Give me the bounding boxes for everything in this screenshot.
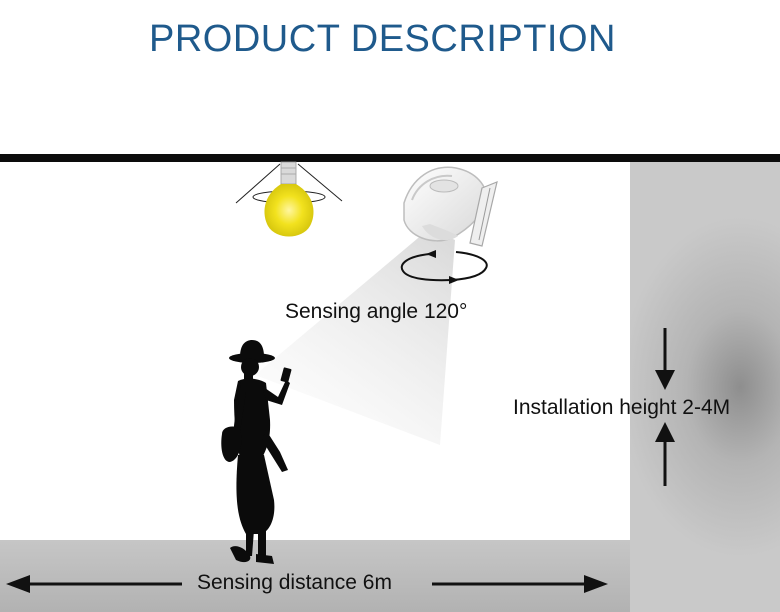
light-bulb-icon: [235, 161, 343, 237]
installation-height-label: Installation height 2-4M: [513, 396, 731, 419]
sensing-distance-label: Sensing distance 6m: [197, 571, 392, 594]
distance-left-arrow-icon: [6, 575, 182, 593]
height-up-arrow-icon: [655, 422, 675, 486]
rotation-arrows-icon: [400, 250, 488, 284]
person-silhouette-icon: [221, 340, 292, 564]
sensing-beam: [255, 228, 455, 445]
motion-sensor-icon: [403, 166, 498, 247]
floor: [0, 540, 630, 612]
height-down-arrow-icon: [655, 328, 675, 390]
page-title: PRODUCT DESCRIPTION: [149, 18, 616, 60]
ceiling: [0, 154, 780, 162]
distance-right-arrow-icon: [432, 575, 608, 593]
wall: [630, 162, 780, 612]
sensing-angle-label: Sensing angle 120°: [285, 300, 468, 323]
